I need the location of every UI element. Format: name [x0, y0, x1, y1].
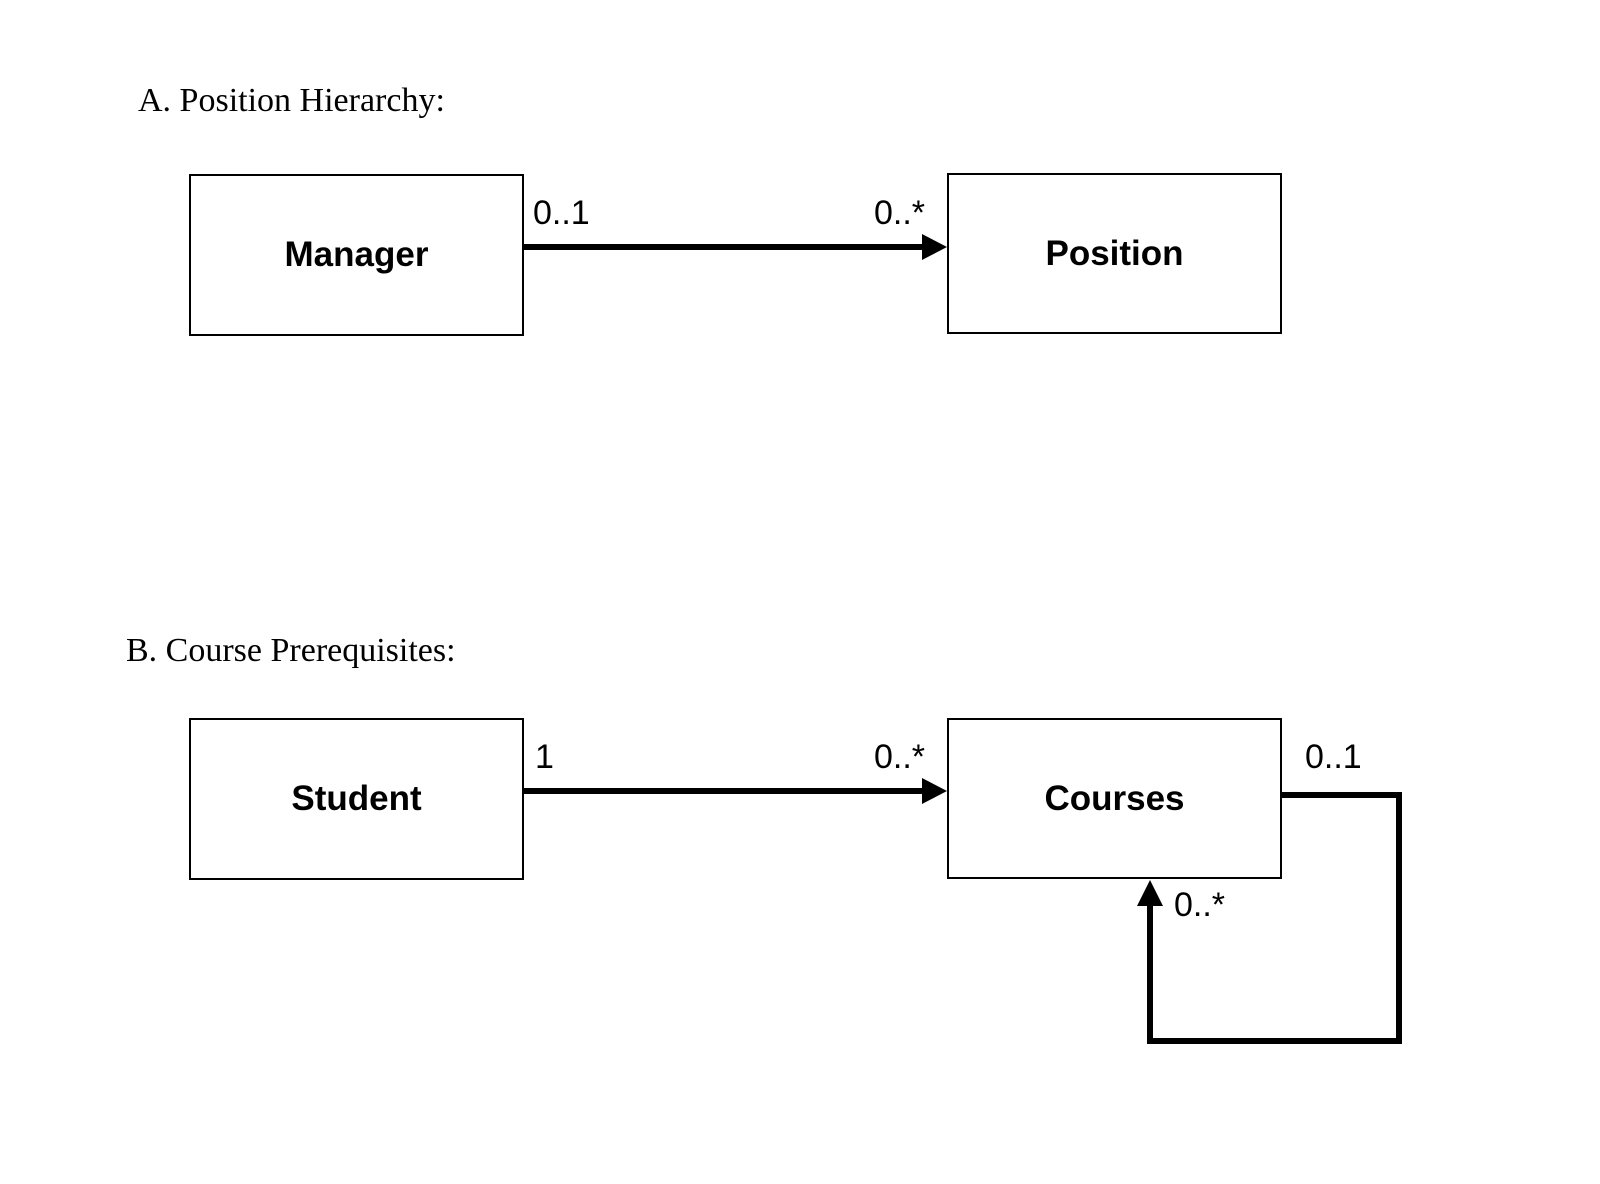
- multiplicity-position-end: 0..*: [874, 194, 926, 232]
- class-box-student[interactable]: Student: [189, 718, 524, 880]
- class-name-courses: Courses: [1044, 778, 1185, 818]
- multiplicity-self-association-from: 0..1: [1305, 738, 1362, 776]
- class-name-student: Student: [291, 779, 422, 818]
- class-box-position[interactable]: Position: [947, 173, 1282, 334]
- self-association-line: [1147, 792, 1402, 1044]
- section-b-title: B. Course Prerequisites:: [126, 632, 456, 669]
- arrowhead-icon: [922, 234, 947, 260]
- section-a-title: A. Position Hierarchy:: [138, 82, 445, 119]
- association-manager-position[interactable]: [524, 234, 947, 260]
- self-association-courses[interactable]: [1137, 792, 1402, 1044]
- class-name-position: Position: [1045, 233, 1184, 273]
- association-student-courses[interactable]: [524, 778, 947, 804]
- arrowhead-icon: [922, 778, 947, 804]
- multiplicity-manager-end: 0..1: [533, 194, 590, 232]
- class-box-manager[interactable]: Manager: [189, 174, 524, 336]
- multiplicity-courses-end: 0..*: [874, 738, 926, 776]
- class-box-courses[interactable]: Courses: [947, 718, 1282, 879]
- multiplicity-student-end: 1: [535, 738, 554, 776]
- arrowhead-icon: [1137, 880, 1163, 906]
- class-name-manager: Manager: [284, 235, 429, 274]
- multiplicity-self-association-to: 0..*: [1174, 886, 1226, 924]
